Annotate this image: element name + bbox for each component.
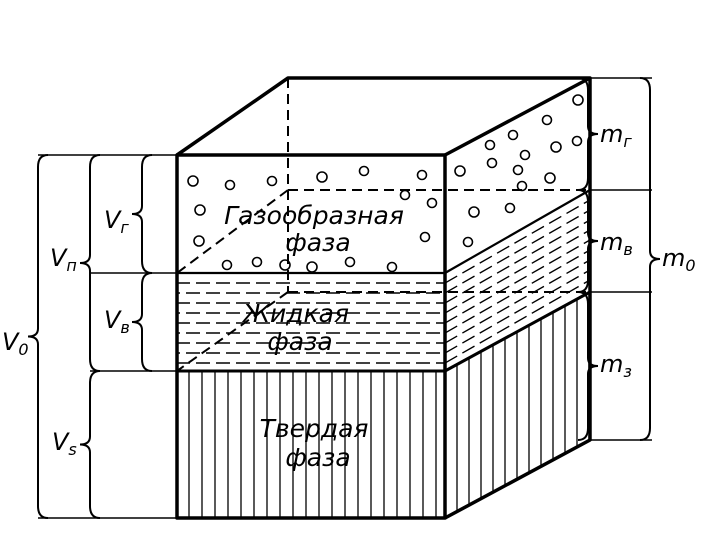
dimension-braces — [27, 77, 661, 519]
gas-phase-label: Газообразная фаза — [224, 201, 412, 257]
liquid-phase-label: Жидкая фаза — [241, 299, 357, 356]
vn-label: Vп — [50, 244, 77, 275]
mv-label: mв — [600, 228, 633, 259]
solid-phase-hatching — [188, 371, 437, 518]
ms-label: mз — [600, 350, 632, 381]
m0-label: m0 — [662, 244, 696, 275]
vs-label: Vs — [52, 428, 77, 459]
vg-label: Vг — [104, 206, 129, 237]
solid-phase-label: Твердая фаза — [260, 414, 377, 472]
gas-bubbles — [187, 94, 584, 273]
hidden-edges — [176, 78, 590, 372]
vv-label: Vв — [104, 306, 130, 337]
mg-label: mг — [600, 120, 632, 151]
v0-label: V0 — [2, 328, 29, 359]
